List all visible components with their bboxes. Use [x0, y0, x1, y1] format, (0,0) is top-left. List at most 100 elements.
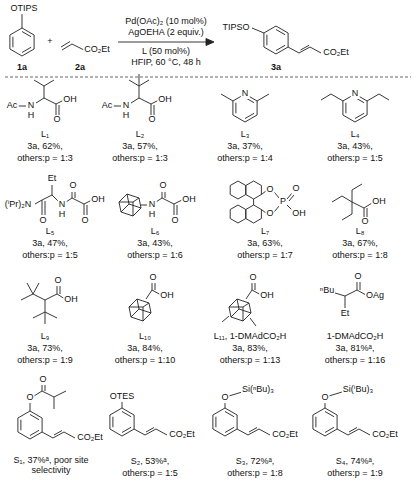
chem-label: 3a, 47%,: [31, 239, 69, 249]
chem-label: O: [360, 217, 369, 227]
chem-label: CO₂Et: [271, 430, 299, 440]
chem-label: L₃: [240, 130, 251, 140]
chem-label: O: [158, 181, 167, 191]
chem-label: O: [52, 115, 61, 125]
chem-label: CO₂Et: [322, 48, 350, 58]
chem-label: 3a, 62%,: [26, 142, 64, 152]
chem-label: CO₂Et: [371, 430, 399, 440]
chem-label: OH: [159, 291, 175, 301]
chem-label: S₄, 74%ᵃ,: [335, 457, 376, 467]
chem-label: N: [148, 200, 157, 210]
chem-label: others:p = 1:13: [219, 356, 281, 366]
chem-label: L₁₁, 1-DMAdCO₂H: [213, 332, 288, 342]
chem-label: O: [170, 216, 179, 226]
chem-label: O: [147, 115, 156, 125]
chem-label: H: [27, 111, 36, 121]
chem-label: 1a: [16, 63, 28, 73]
chem-label: O: [148, 273, 157, 283]
chem-label: H: [122, 111, 131, 121]
chem-label: OTIPS: [9, 4, 38, 14]
chem-label: L₅: [45, 227, 56, 237]
chem-label: others:p = 1:5: [326, 154, 383, 164]
chem-label: P: [279, 197, 287, 207]
chem-label: TIPSO: [221, 23, 250, 33]
chem-label: CO₂Et: [168, 430, 196, 440]
chem-label: others:p = 1:5: [21, 251, 78, 261]
chem-label: others:p = 1:6: [126, 251, 183, 261]
chem-label: 3a, 83%,: [231, 344, 269, 354]
chem-label: O: [265, 185, 274, 195]
chem-label: L₁: [40, 130, 50, 140]
chem-label: 3a, 63%,: [246, 239, 284, 249]
chem-label: H: [58, 210, 67, 220]
chem-label: ⁿBu: [319, 286, 335, 296]
chem-label: L₈: [355, 227, 366, 237]
chem-label: O: [353, 272, 362, 282]
chem-label: others:p = 1:3: [16, 154, 73, 164]
chem-label: others:p = 1:8: [226, 469, 283, 479]
chem-label: O: [320, 393, 329, 403]
chem-label: N: [122, 101, 131, 111]
chem-label: others:p = 1:5: [121, 469, 178, 479]
chem-label: OH: [291, 209, 307, 219]
chem-label: O: [38, 375, 47, 385]
chem-label: O: [291, 184, 300, 194]
chem-label: others:p = 1:8: [331, 251, 388, 261]
chem-label: O: [25, 393, 34, 403]
chem-label: others:p = 1:9: [16, 356, 73, 366]
chem-label: L₉: [40, 332, 51, 342]
chem-label: OH: [371, 197, 387, 207]
chem-label: 2a: [74, 63, 86, 73]
chem-label: L₇: [260, 227, 270, 237]
chem-label: OH: [157, 95, 173, 105]
chem-label: Pd(OAc)₂ (10 mol%): [124, 17, 208, 27]
chem-label: Et: [47, 174, 58, 184]
chem-label: S₂, 53%ᵃ,: [130, 457, 170, 467]
chem-label: L (50 mol%): [141, 47, 191, 57]
chem-label: L₆: [150, 227, 161, 237]
chem-label: S₁, 37%ᵃ, poor site selectivity: [2, 456, 100, 476]
chem-label: L₁₀: [138, 332, 152, 342]
chem-label: 3a, 81%ᵃ,: [335, 344, 376, 354]
chem-label: 3a, 57%,: [121, 142, 159, 152]
chem-label: OH: [259, 291, 275, 301]
chem-label: OH: [63, 295, 79, 305]
chem-label: Si(ⁿBu)₃: [241, 385, 275, 395]
chem-label: O: [265, 209, 274, 219]
chem-label: OH: [90, 195, 106, 205]
chem-label: N: [241, 89, 250, 99]
chem-label: 3a, 43%,: [336, 142, 374, 152]
chem-label: Si(ⁱBu)₃: [342, 385, 374, 395]
chem-label: O: [248, 273, 257, 283]
chem-label: 3a, 43%,: [136, 239, 174, 249]
chem-label: OTES: [109, 392, 136, 402]
chem-label: 3a, 37%,: [226, 142, 264, 152]
chem-label: OAg: [365, 291, 385, 301]
chem-label: O: [38, 216, 47, 226]
chem-label: N: [58, 200, 67, 210]
chem-label: (ⁱPr)₂N: [4, 200, 33, 210]
chem-label: +: [46, 37, 53, 47]
chem-label: CO₂Et: [83, 45, 111, 55]
chem-label: O: [220, 393, 229, 403]
chem-label: L₂: [135, 130, 146, 140]
chem-label: others:p = 1:9: [326, 469, 383, 479]
chem-label: O: [68, 181, 77, 191]
chem-label: others:p = 1:7: [236, 251, 293, 261]
chem-label: others:p = 1:3: [111, 154, 168, 164]
chem-label: O: [80, 216, 89, 226]
chem-label: others:p = 1:10: [114, 356, 176, 366]
chem-label: OH: [62, 95, 78, 105]
chem-label: HFIP, 60 °C, 48 h: [130, 58, 201, 68]
chem-label: others:p = 1:16: [324, 356, 386, 366]
chem-label: 3a, 67%,: [341, 239, 379, 249]
chem-label: S₃, 72%ᵃ,: [235, 457, 276, 467]
chem-label: 3a, 84%,: [126, 344, 164, 354]
chem-label: OH: [181, 195, 197, 205]
chem-label: L₄: [350, 130, 361, 140]
chem-label: 3a: [270, 63, 282, 73]
chem-label: N: [27, 101, 36, 111]
chem-label: Et: [340, 309, 351, 319]
chem-label: CO₂Et: [76, 433, 104, 443]
